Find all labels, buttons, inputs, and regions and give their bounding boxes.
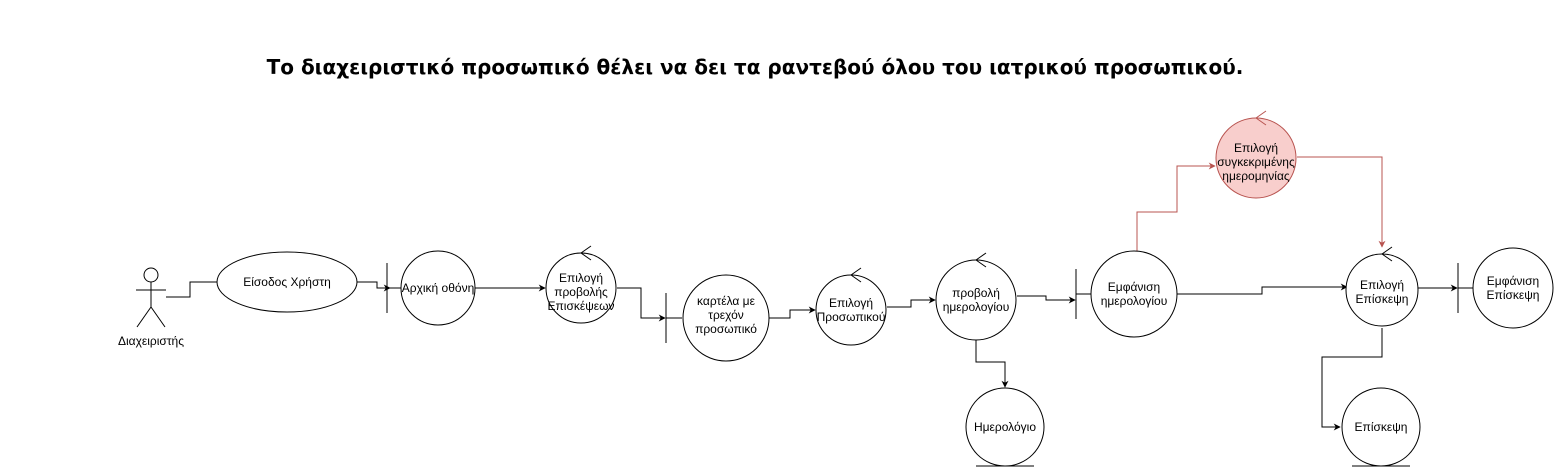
boundary-circle: [1472, 247, 1554, 329]
control-label-line-2: Επίσκεψη: [1356, 292, 1409, 306]
control-arrow-icon: [975, 252, 987, 268]
entity-calendar[interactable]: Ημερολόγιο: [965, 387, 1045, 467]
control-arrow-icon: [850, 267, 862, 283]
control-view-calendar[interactable]: προβολή ημερολογίου: [935, 252, 1017, 341]
boundary-show-calendar[interactable]: Εμφάνιση ημερολογίου: [1075, 250, 1178, 338]
edge-staff-tab-select-staff: [769, 306, 816, 319]
actor-administrator[interactable]: Διαχειριστής: [118, 267, 184, 348]
boundary-label-line-1: Εμφάνιση: [1108, 280, 1160, 294]
control-select-staff[interactable]: Επιλογή Προσωπικού: [815, 267, 887, 346]
boundary-label-line-2: Επίσκεψη: [1487, 288, 1540, 302]
control-label-line-1: Επιλογή: [829, 296, 873, 310]
actor-right-leg: [150, 306, 166, 328]
edge-login-home: [357, 281, 391, 292]
boundary-circle: [682, 274, 770, 362]
entity-visit[interactable]: Επίσκεψη: [1341, 387, 1421, 467]
control-select-visits-view[interactable]: Επιλογή προβολής Επισκέψεων: [545, 245, 617, 324]
boundary-home-screen[interactable]: Αρχική οθόνη: [386, 250, 476, 326]
control-label-line-3: ημερομηνίας: [1222, 169, 1290, 183]
edge-view-calendar-show-calendar: [1017, 295, 1076, 304]
control-select-visit[interactable]: Επιλογή Επίσκεψη: [1345, 246, 1419, 327]
edge-actor-login: [166, 281, 217, 298]
control-label-line-1: Επιλογή: [1234, 141, 1278, 155]
edge-select-staff-view-calendar: [887, 296, 936, 308]
actor-left-leg: [136, 306, 152, 328]
edge-show-calendar-select-visit: [1177, 283, 1348, 295]
control-label-line-1: Επιλογή: [559, 271, 603, 285]
entity-calendar-label: Ημερολόγιο: [974, 420, 1036, 434]
control-label-line-1: προβολή: [952, 286, 1000, 300]
boundary-label-line-3: προσωπικό: [695, 322, 757, 336]
boundary-show-visit[interactable]: Εμφάνιση Επίσκεψη: [1457, 247, 1554, 329]
control-label-line-2: συγκεκριμένης: [1217, 155, 1295, 169]
usecase-ellipse: [216, 251, 358, 313]
boundary-current-staff-tab[interactable]: καρτέλα με τρεχόν προσωπικό: [665, 274, 770, 362]
boundary-label-line-2: ημερολογίου: [1101, 294, 1168, 308]
control-label-line-2: Προσωπικού: [817, 310, 886, 324]
control-label-line-1: Επιλογή: [1360, 278, 1404, 292]
control-label-line-2: προβολής: [554, 285, 608, 299]
boundary-circle: [400, 250, 476, 326]
control-label-line-3: Επισκέψεων: [548, 299, 615, 313]
connectors: [166, 156, 1458, 431]
actor-label: Διαχειριστής: [118, 334, 184, 348]
boundary-label-line-2: τρεχόν: [708, 308, 744, 322]
diagram-title: Το διαχειριστικό προσωπικό θέλει να δει …: [267, 55, 1244, 79]
usecase-login[interactable]: Είσοδος Χρήστη: [216, 251, 358, 313]
boundary-home-label: Αρχική οθόνη: [402, 281, 475, 295]
actor-head: [143, 267, 159, 283]
control-select-specific-date[interactable]: Επιλογή συγκεκριμένης ημερομηνίας: [1215, 110, 1297, 199]
control-arrow-icon: [1381, 246, 1393, 262]
control-arrow-icon: [1255, 110, 1267, 126]
boundary-circle: [1090, 250, 1178, 338]
edge-show-calendar-select-date: [1136, 162, 1216, 256]
edge-select-visits-staff-tab: [617, 287, 666, 322]
control-arrow-icon: [580, 245, 592, 261]
control-label-line-2: ημερολογίου: [943, 300, 1010, 314]
entity-visit-label: Επίσκεψη: [1355, 420, 1408, 434]
edge-select-visit-visit: [1321, 328, 1383, 431]
boundary-label-line-1: καρτέλα με: [697, 294, 756, 308]
usecase-login-label: Είσοδος Χρήστη: [243, 275, 331, 289]
boundary-label-line-1: Εμφάνιση: [1487, 274, 1539, 288]
edge-select-date-select-visit: [1297, 156, 1386, 248]
edge-view-calendar-calendar: [975, 339, 1009, 388]
